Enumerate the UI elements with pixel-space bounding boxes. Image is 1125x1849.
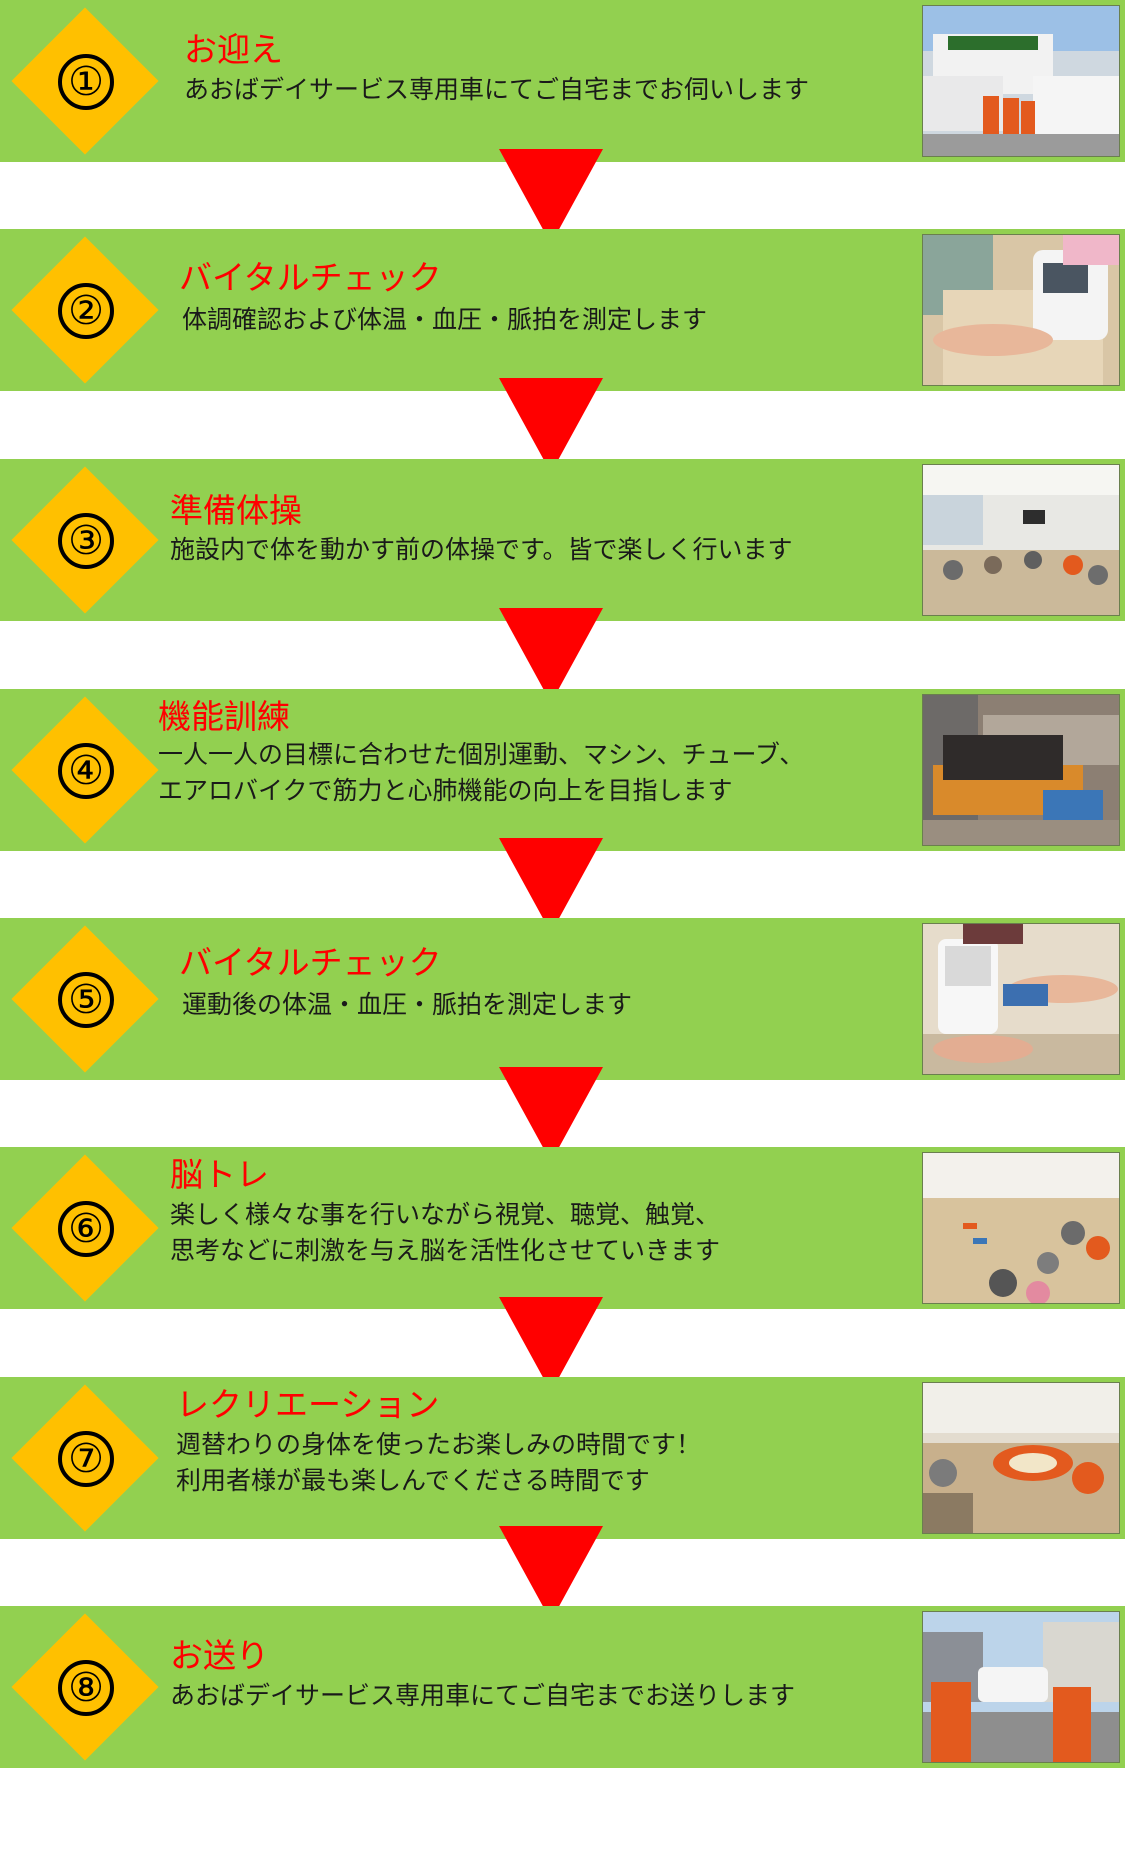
step-photo	[922, 1382, 1120, 1534]
step-description-line-2: 思考などに刺激を与え脳を活性化させていきます	[170, 1236, 721, 1265]
step-description-line-1: 週替わりの身体を使ったお楽しみの時間です！	[176, 1430, 702, 1459]
step-description: 体調確認および体温・血圧・脈拍を測定します	[182, 305, 708, 334]
step-description-line-1: 一人一人の目標に合わせた個別運動、マシン、チューブ、	[158, 740, 805, 769]
brain-training-photo	[923, 1153, 1119, 1303]
recreation-photo	[923, 1383, 1119, 1533]
step-number: ④	[58, 743, 114, 799]
step-number-badge: ②	[11, 236, 159, 384]
step-title: 準備体操	[170, 491, 302, 530]
step-title: 脳トレ	[170, 1155, 269, 1194]
flow-arrow	[499, 608, 603, 703]
step-number-badge: ⑧	[11, 1613, 159, 1761]
step-number: ③	[58, 513, 114, 569]
step-title: バイタルチェック	[179, 943, 442, 982]
step-photo	[922, 1152, 1120, 1304]
step-number: ⑦	[58, 1431, 114, 1487]
step-description-line-1: 楽しく様々な事を行いながら視覚、聴覚、触覚、	[170, 1200, 721, 1229]
step-description: 施設内で体を動かす前の体操です。皆で楽しく行います	[170, 535, 793, 564]
step-4: ④ 機能訓練 一人一人の目標に合わせた個別運動、マシン、チューブ、 エアロバイク…	[0, 689, 1125, 851]
step-title: レクリエーション	[176, 1385, 440, 1424]
flow-arrow	[499, 838, 603, 933]
flow-arrow	[499, 1526, 603, 1621]
step-title: バイタルチェック	[179, 258, 442, 297]
step-photo	[922, 234, 1120, 386]
van-staff-photo	[923, 6, 1119, 156]
flow-arrow	[499, 149, 603, 244]
step-number-badge: ③	[11, 466, 159, 614]
step-title: お迎え	[184, 30, 283, 69]
step-description: 運動後の体温・血圧・脈拍を測定します	[182, 990, 633, 1019]
flow-arrow	[499, 1067, 603, 1162]
step-1: ① お迎え あおばデイサービス専用車にてご自宅までお伺いします	[0, 0, 1125, 162]
step-photo	[922, 5, 1120, 157]
send-off-photo	[923, 1612, 1119, 1762]
step-description-line-2: エアロバイクで筋力と心肺機能の向上を目指します	[158, 776, 733, 805]
step-number: ⑧	[58, 1660, 114, 1716]
step-photo	[922, 694, 1120, 846]
step-7: ⑦ レクリエーション 週替わりの身体を使ったお楽しみの時間です！ 利用者様が最も…	[0, 1377, 1125, 1539]
step-description: あおばデイサービス専用車にてご自宅までお伺いします	[184, 75, 810, 104]
step-8: ⑧ お送り あおばデイサービス専用車にてご自宅までお送りします	[0, 1606, 1125, 1768]
step-description-line-2: 利用者様が最も楽しんでくださる時間です	[176, 1466, 650, 1495]
step-photo	[922, 464, 1120, 616]
step-number-badge: ⑦	[11, 1384, 159, 1532]
step-number: ⑥	[58, 1201, 114, 1257]
step-2: ② バイタルチェック 体調確認および体温・血圧・脈拍を測定します	[0, 229, 1125, 391]
step-description: あおばデイサービス専用車にてご自宅までお送りします	[170, 1681, 796, 1710]
step-6: ⑥ 脳トレ 楽しく様々な事を行いながら視覚、聴覚、触覚、 思考などに刺激を与え脳…	[0, 1147, 1125, 1309]
blood-pressure-photo-2	[923, 924, 1119, 1074]
flow-arrow	[499, 1297, 603, 1392]
step-number-badge: ①	[11, 7, 159, 155]
step-5: ⑤ バイタルチェック 運動後の体温・血圧・脈拍を測定します	[0, 918, 1125, 1080]
training-machine-photo	[923, 695, 1119, 845]
flow-arrow	[499, 378, 603, 473]
step-number-badge: ⑥	[11, 1154, 159, 1302]
step-3: ③ 準備体操 施設内で体を動かす前の体操です。皆で楽しく行います	[0, 459, 1125, 621]
step-photo	[922, 923, 1120, 1075]
step-number: ①	[58, 54, 114, 110]
step-number-badge: ⑤	[11, 925, 159, 1073]
step-number-badge: ④	[11, 696, 159, 844]
step-number: ②	[58, 283, 114, 339]
step-title: 機能訓練	[158, 697, 290, 736]
step-number: ⑤	[58, 972, 114, 1028]
exercise-room-photo	[923, 465, 1119, 615]
step-title: お送り	[170, 1636, 269, 1675]
step-photo	[922, 1611, 1120, 1763]
blood-pressure-photo	[923, 235, 1119, 385]
